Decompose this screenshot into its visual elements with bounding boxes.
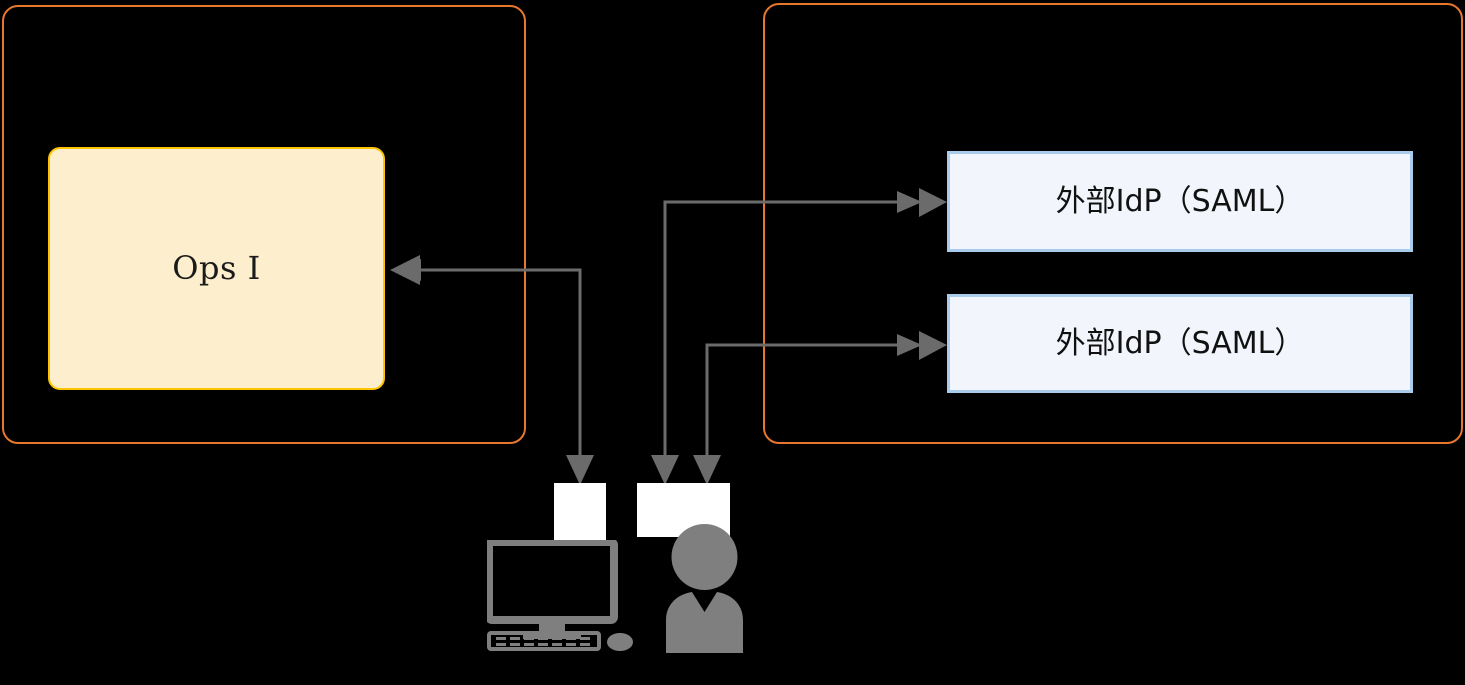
- pc-label-plate: [554, 483, 606, 545]
- node-ops-label: Ops I: [172, 248, 261, 287]
- node-ops[interactable]: Ops I: [48, 147, 385, 390]
- person-user-icon: [662, 522, 747, 653]
- line-user-to-idp2: [705, 343, 925, 470]
- node-external-idp-1[interactable]: 外部IdP（SAML）: [947, 151, 1413, 252]
- node-external-idp-2-label: 外部IdP（SAML）: [1055, 325, 1305, 361]
- desktop-computer-icon: [487, 540, 637, 653]
- group-container-right: [763, 3, 1463, 444]
- arrowhead-right-idp1: [919, 188, 947, 217]
- arrowhead-right-idp2: [919, 331, 947, 360]
- node-external-idp-1-label: 外部IdP（SAML）: [1055, 183, 1305, 219]
- line-user-to-ops: [400, 268, 582, 470]
- line-user-to-idp1: [663, 200, 925, 470]
- node-external-idp-2[interactable]: 外部IdP（SAML）: [947, 294, 1413, 393]
- group-container-left: [2, 5, 526, 444]
